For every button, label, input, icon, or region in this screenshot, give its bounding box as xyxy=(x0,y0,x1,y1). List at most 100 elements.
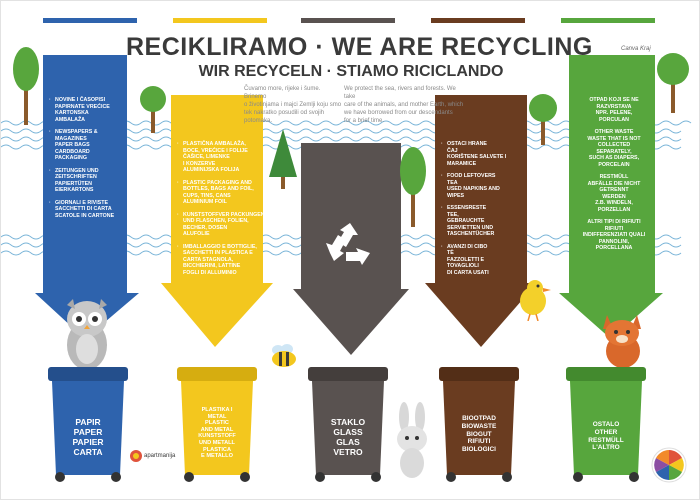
bin-label-line: UND METALL xyxy=(199,439,235,446)
item-line: WASTE THAT IS NOT xyxy=(587,135,641,142)
item-line: INDIFFERENZIATI QUALI xyxy=(582,232,646,238)
bin-label-line: GLAS xyxy=(336,437,360,447)
item-line: MARAMICE xyxy=(447,160,477,167)
bin-label-line: AND METAL xyxy=(200,426,234,433)
item-line: CUPS, TINS, CANS xyxy=(183,192,231,199)
bin-label-line: BIOOTPAD xyxy=(462,415,496,422)
item-line: EIERKARTONS xyxy=(55,187,94,193)
bin-other xyxy=(566,367,646,482)
bin-label-line: METAL xyxy=(207,413,227,420)
item-group: PLASTIČNA AMBALAŽA,BOCE, VREĆICE I FOLIJ… xyxy=(177,141,271,174)
top-bar-green xyxy=(561,18,655,23)
item-line: OTPAD KOJI SE NE xyxy=(589,97,639,103)
bin-label-line: VETRO xyxy=(333,447,363,457)
item-line: ZEITSCHRIFTEN xyxy=(55,174,97,180)
item-line: ALUMINIUM FOIL xyxy=(183,199,227,205)
item-line: ČAJ xyxy=(447,147,458,154)
item-line: WIPES xyxy=(447,192,465,199)
intro-line: potomaka. xyxy=(244,118,273,124)
tree-icon xyxy=(529,94,557,145)
item-line: DI CARTA USATI xyxy=(447,269,489,276)
intro-line: care of the animals, and mother Earth, w… xyxy=(344,102,464,108)
item-line: CARDBOARD xyxy=(55,148,90,155)
item-line: PACKAGING xyxy=(55,155,87,161)
bin-label-line: RIFIUTI xyxy=(467,438,491,446)
bin-label-line: STAKLO xyxy=(330,417,366,427)
top-bar-grey xyxy=(301,18,395,23)
item-line: SERVIETTEN UND xyxy=(447,224,494,231)
item-group: ZEITUNGEN undZEITSCHRIFTENPAPIERTÜTENEIE… xyxy=(49,168,133,194)
arrow-paper xyxy=(35,55,139,339)
tree-icon xyxy=(13,47,39,125)
item-line: SCATOLE IN CARTONE xyxy=(55,212,115,219)
bin-label-line: BIOGUT xyxy=(466,430,492,438)
intro-text-english: We protect the sea, rivers and forests. … xyxy=(344,85,464,125)
plastic-items: PLASTIČNA AMBALAŽA,BOCE, VREĆICE I FOLIJ… xyxy=(177,141,271,282)
item-line: AMBALAŽA xyxy=(55,116,86,123)
pine-tree-icon xyxy=(269,129,297,189)
item-line: AVANZI DI CIBO xyxy=(441,244,531,251)
bird-icon xyxy=(520,280,551,321)
arrow-other xyxy=(559,55,663,339)
item-line: BOTTLES, BAGS AND FOIL, xyxy=(183,186,254,192)
item-line: TEA xyxy=(447,179,458,186)
page-subtitle: WIR RECYCELN · STIAMO RICICLANDO xyxy=(198,63,504,80)
bin-label-line: PLASTIKA I xyxy=(201,407,233,413)
item-line: PLASTIČNA AMBALAŽA, xyxy=(177,141,271,148)
bin-label-line: KUNSTSTOFF xyxy=(198,433,236,440)
item-line: NEWSPAPERS & xyxy=(49,129,133,136)
item-line: ZEITUNGEN und xyxy=(49,168,133,175)
intro-line: tek nakratko posudili od svojih xyxy=(244,110,325,116)
arrow-glass xyxy=(293,143,409,355)
item-line: SACCHETTI IN PLASTICA E xyxy=(183,250,253,256)
item-line: RAZVRSTAVA xyxy=(596,103,632,110)
fox-icon xyxy=(603,315,641,368)
bin-label-line: BIOWASTE xyxy=(461,422,497,430)
item-line: COLLECTED xyxy=(597,142,631,148)
bin-label-line: CARTA xyxy=(73,447,103,457)
item-line: ABFÄLLE DIE NICHT xyxy=(587,180,641,187)
top-bar-yellow xyxy=(173,18,267,23)
item-line: TÈ xyxy=(447,250,454,256)
bin-label-line: PAPIR xyxy=(75,417,101,427)
intro-line: Čuvamo more, rijeke i šume. Brinemo xyxy=(244,86,321,100)
bin-paper xyxy=(48,367,128,482)
recycle-icon xyxy=(326,223,370,265)
bin-label-line: RESTMÜLL xyxy=(588,436,624,444)
bin-label-line: OSTALO xyxy=(592,421,620,428)
top-bar-brown xyxy=(431,18,525,23)
item-line: I KONZERVE xyxy=(183,160,216,167)
item-line: KUNSTSTOFFVER PACKUNGEN xyxy=(177,212,271,219)
item-line: PORCULAN xyxy=(598,116,629,123)
item-line: PORCELLANA xyxy=(595,245,633,251)
item-line: ČAŠICE, LIMENKE xyxy=(183,154,230,160)
item-line: FOOD LEFTOVERS xyxy=(441,173,531,180)
item-line: OSTACI HRANE xyxy=(441,141,531,148)
item-line: UND FLASCHEN, FOLIEN, xyxy=(183,218,249,224)
item-line: PAPIERTÜTEN xyxy=(55,180,92,187)
item-line: FAZZOLETTI E xyxy=(447,256,485,263)
tree-icon xyxy=(400,147,426,227)
item-line: TASCHENTÜCHER xyxy=(447,231,495,237)
item-line: ALUFOLIE xyxy=(183,231,210,237)
item-line: CARTA STAGNOLA, xyxy=(183,256,234,263)
bee-icon xyxy=(272,344,296,367)
item-line: PORZELLAN xyxy=(597,206,631,213)
apartmanija-logo: apartmanija xyxy=(144,453,176,459)
tree-icon xyxy=(140,86,166,133)
intro-line: o životinjama i majci Zemlji koju smo xyxy=(244,102,342,108)
item-line: IMBALLAGGIO E BOTTIGLIE, xyxy=(177,244,271,251)
